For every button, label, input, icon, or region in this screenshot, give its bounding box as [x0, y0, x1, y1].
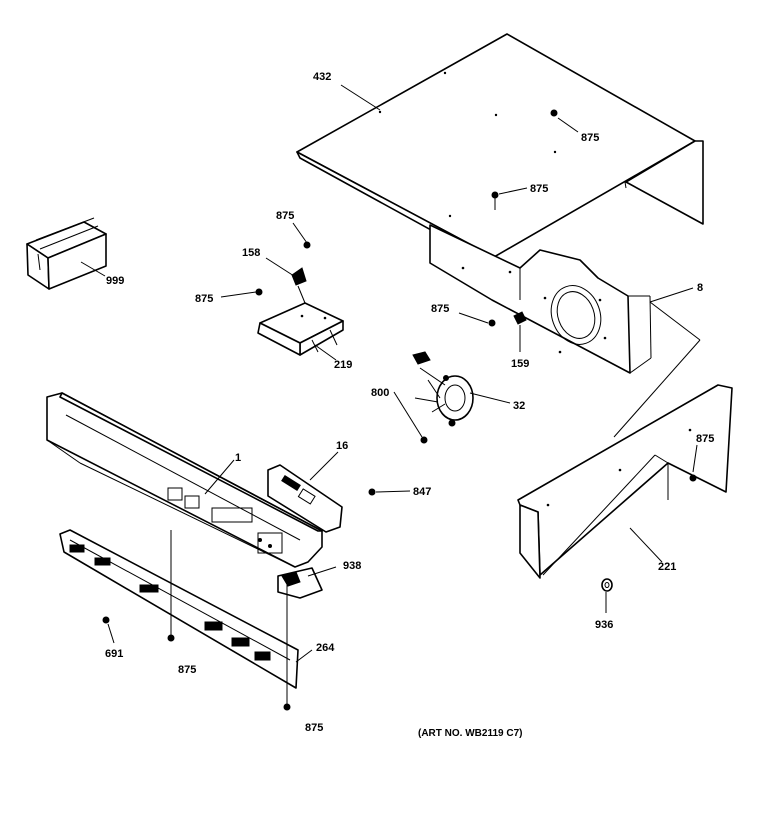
- part-938-latch: [277, 567, 323, 599]
- part-8-rear-wall: [429, 224, 652, 374]
- screws: [102, 109, 697, 711]
- callout-432: 432: [313, 71, 331, 83]
- callout-936: 936: [595, 619, 613, 631]
- callout-938: 938: [343, 560, 361, 572]
- callout-158: 158: [242, 247, 260, 259]
- callout-875-right: 875: [696, 433, 714, 445]
- art-number-note: (ART NO. WB2119 C7): [418, 728, 522, 739]
- callout-159: 159: [511, 358, 529, 370]
- part-16-control-board: [267, 464, 343, 533]
- part-936-nut: [601, 578, 613, 592]
- part-158-clip: [291, 267, 307, 286]
- part-32-fan-motor: [412, 351, 474, 427]
- callout-32: 32: [513, 400, 525, 412]
- callout-875-bottom-a: 875: [178, 664, 196, 676]
- callout-1: 1: [235, 452, 241, 464]
- callout-264: 264: [316, 642, 335, 654]
- part-264-lower-trim: [59, 529, 299, 689]
- callout-875-motor: 875: [431, 303, 449, 315]
- callout-219: 219: [334, 359, 352, 371]
- callout-8: 8: [697, 282, 703, 294]
- callout-875-top: 875: [581, 132, 599, 144]
- callout-875-bracket-left: 875: [195, 293, 213, 305]
- part-999-box: [26, 217, 107, 290]
- leader-lines: [80, 84, 701, 704]
- part-219-bracket: [257, 285, 344, 356]
- callout-875-bottom-b: 875: [305, 722, 323, 734]
- callout-875-bracket-top: 875: [276, 210, 294, 222]
- callout-221: 221: [658, 561, 676, 573]
- callout-800: 800: [371, 387, 389, 399]
- callout-847: 847: [413, 486, 431, 498]
- part-221-side-shield: [517, 384, 733, 579]
- callout-16: 16: [336, 440, 348, 452]
- callout-999: 999: [106, 275, 124, 287]
- callout-875-mid: 875: [530, 183, 548, 195]
- callout-691: 691: [105, 648, 123, 660]
- callout-labels: 432 875 875 875 158 875 219 999 8 875 15…: [105, 71, 714, 739]
- part-1-control-panel: [46, 392, 323, 568]
- part-432-top-cover: [296, 33, 704, 265]
